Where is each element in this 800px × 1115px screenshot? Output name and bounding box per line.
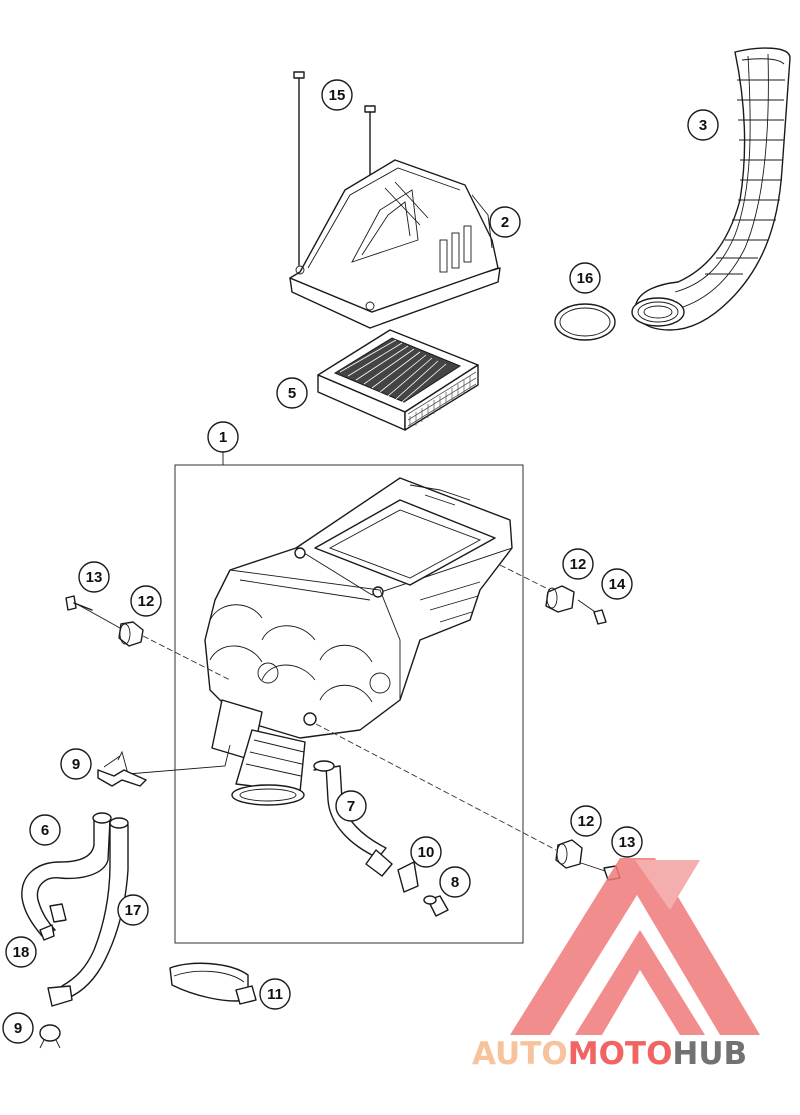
part-5-air-filter	[317, 329, 479, 431]
svg-text:15: 15	[329, 87, 346, 104]
svg-text:10: 10	[418, 844, 435, 861]
callout-12b: 12	[130, 585, 162, 617]
callout-15: 15	[321, 79, 353, 111]
part-12-grommets	[118, 585, 583, 869]
svg-text:9: 9	[72, 756, 80, 773]
part-10-clip	[397, 861, 419, 893]
callout-9b: 9	[2, 1012, 34, 1044]
svg-text:16: 16	[577, 270, 594, 287]
callout-18: 18	[5, 936, 37, 968]
part-3-intake-tube	[631, 47, 791, 331]
svg-text:13: 13	[86, 569, 103, 586]
callouts: 1 2 3 5 6 7 8 9 9 10 11 12 12 12 13 13 1…	[2, 79, 719, 1044]
callout-6: 6	[29, 814, 61, 846]
svg-text:8: 8	[451, 874, 459, 891]
svg-text:12: 12	[138, 593, 155, 610]
part-1-frame	[174, 464, 524, 944]
svg-text:18: 18	[13, 944, 30, 961]
svg-text:17: 17	[125, 902, 142, 919]
svg-text:6: 6	[41, 822, 49, 839]
triangle-logo-icon	[510, 858, 760, 1035]
svg-text:12: 12	[570, 556, 587, 573]
callout-17: 17	[117, 894, 149, 926]
watermark-auto: AUTO	[472, 1036, 568, 1072]
svg-text:12: 12	[578, 813, 595, 830]
part-11-clamp	[169, 962, 257, 1005]
callout-9a: 9	[60, 748, 92, 780]
svg-text:3: 3	[699, 117, 707, 134]
callout-14: 14	[601, 568, 633, 600]
part-16-o-ring	[554, 303, 616, 341]
svg-text:1: 1	[219, 429, 227, 446]
callout-7: 7	[335, 790, 367, 822]
watermark-hub: HUB	[672, 1036, 747, 1072]
callout-16: 16	[569, 262, 601, 294]
throttle-connector	[211, 699, 306, 806]
callout-12c: 12	[570, 805, 602, 837]
part-7-hose	[313, 760, 393, 877]
svg-text:14: 14	[609, 576, 626, 593]
svg-text:11: 11	[267, 986, 283, 1003]
callout-13b: 13	[611, 826, 643, 858]
svg-text:13: 13	[619, 834, 636, 851]
callout-11: 11	[259, 978, 291, 1010]
svg-text:2: 2	[501, 214, 509, 231]
callout-2: 2	[489, 206, 521, 238]
svg-text:5: 5	[288, 385, 296, 402]
callout-1: 1	[207, 421, 239, 453]
watermark-moto: MOTO	[568, 1036, 673, 1072]
callout-3: 3	[687, 109, 719, 141]
svg-text:9: 9	[14, 1020, 22, 1037]
part-9-clamps	[39, 769, 147, 1049]
callout-8: 8	[439, 866, 471, 898]
part-2-airbox-cover	[289, 159, 501, 329]
svg-text:7: 7	[347, 798, 355, 815]
callout-13a: 13	[78, 561, 110, 593]
automotohub-watermark: AUTOMOTOHUB	[472, 858, 760, 1072]
callout-12a: 12	[562, 548, 594, 580]
callout-10: 10	[410, 836, 442, 868]
part-8-valve	[423, 895, 449, 917]
part-1-airbox-housing	[204, 477, 513, 739]
svg-text:AUTOMOTOHUB: AUTOMOTOHUB	[472, 1036, 747, 1072]
callout-5: 5	[276, 377, 308, 409]
